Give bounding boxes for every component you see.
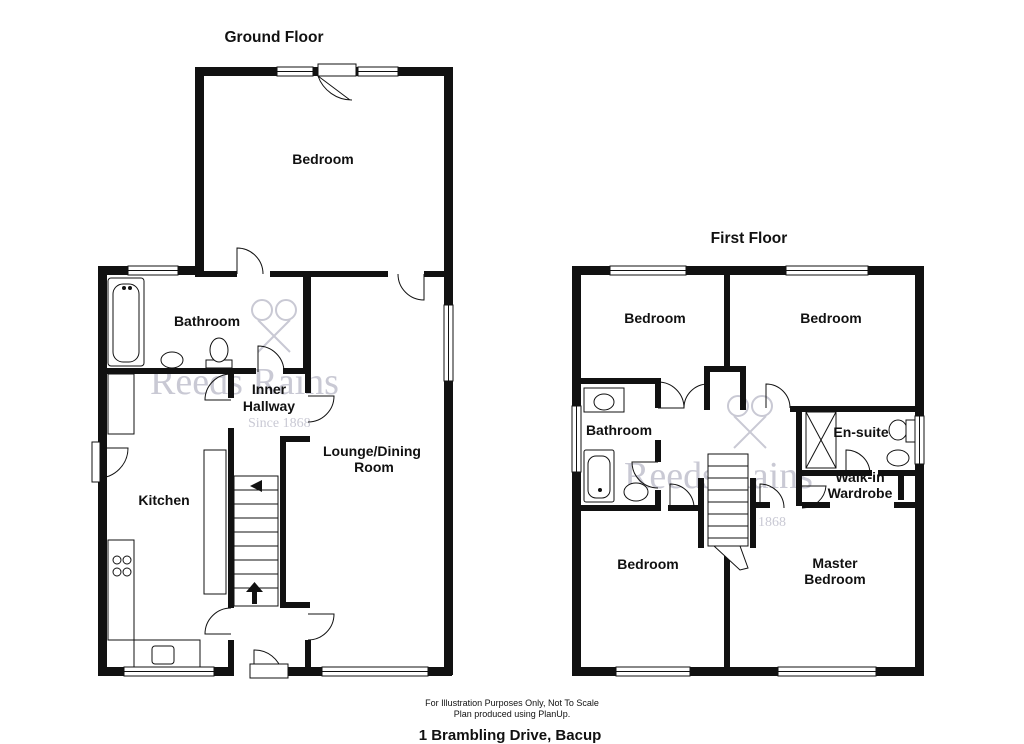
ground-room-labels: Bedroom Bathroom Inner Hallway Lounge/Di… [138, 151, 421, 508]
room-label-inner-hallway-2: Hallway [243, 398, 295, 414]
room-label-lounge-2: Room [354, 459, 394, 475]
room-label-bathroom: Bathroom [586, 422, 652, 438]
room-label-walkin-2: Wardrobe [828, 485, 893, 501]
room-label-bedroom: Bedroom [292, 151, 353, 167]
room-label-bathroom: Bathroom [174, 313, 240, 329]
first-windows [571, 265, 925, 677]
stair-arrow-icon [246, 582, 263, 604]
ground-stairs [233, 475, 279, 607]
disclaimer-line2: Plan produced using PlanUp. [454, 709, 571, 719]
ground-floor-title: Ground Floor [224, 29, 323, 46]
footer: For Illustration Purposes Only, Not To S… [419, 698, 602, 744]
first-floor-title: First Floor [711, 230, 788, 247]
room-label-master-2: Bedroom [804, 571, 865, 587]
property-address: 1 Brambling Drive, Bacup [419, 727, 602, 744]
room-label-bedroom-top-left: Bedroom [624, 310, 685, 326]
room-label-lounge: Lounge/Dining [323, 443, 421, 459]
room-label-walkin: Walk-in [835, 469, 884, 485]
room-label-kitchen: Kitchen [138, 492, 189, 508]
watermark-since: 1868 [758, 515, 786, 530]
ground-windows [123, 66, 454, 677]
room-label-ensuite: En-suite [833, 424, 888, 440]
room-label-bedroom-top-right: Bedroom [800, 310, 861, 326]
room-label-bedroom-bottom-left: Bedroom [617, 556, 678, 572]
first-room-labels: Bedroom Bedroom Bathroom En-suite Walk-i… [586, 310, 893, 587]
watermark-keys-icon [727, 395, 773, 449]
room-label-inner-hallway: Inner [252, 381, 287, 397]
room-label-master: Master [812, 555, 858, 571]
watermark-since: Since 1868 [248, 416, 311, 431]
first-stairs [707, 453, 749, 571]
first-fixtures [583, 387, 916, 503]
ground-doors [91, 63, 425, 679]
first-doors [631, 381, 871, 509]
watermark-keys-icon [251, 299, 297, 353]
disclaimer-line1: For Illustration Purposes Only, Not To S… [425, 698, 599, 708]
ground-fixtures [107, 277, 233, 668]
